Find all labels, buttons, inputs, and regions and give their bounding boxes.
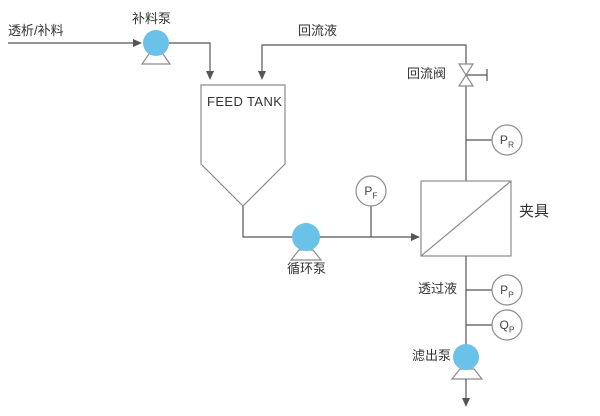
tank-outlet-pipe: [242, 206, 420, 241]
filter-module-label: 夹具: [519, 203, 550, 220]
circulation-pump-symbol: [289, 223, 323, 261]
pp-gauge-label: PP: [492, 281, 522, 299]
filter-module-symbol: [420, 180, 512, 257]
pp-gauge-symbol-text: P: [500, 283, 509, 297]
pf-gauge-symbol: [355, 175, 387, 237]
reflux-pipe: [258, 44, 467, 182]
pp-gauge-sub-text: P: [508, 289, 514, 300]
qp-gauge-symbol-text: Q: [499, 318, 509, 332]
reflux-stream-label: 回流液: [298, 23, 338, 38]
pf-gauge-symbol-text: P: [364, 184, 373, 198]
filtrate-pump-label: 滤出泵: [412, 348, 452, 363]
feed-pump-label: 补料泵: [132, 11, 172, 26]
feed-pump-symbol: [140, 30, 172, 65]
pipe-feed-pump-to-tank: [169, 42, 214, 80]
pr-gauge-sub-text: R: [507, 139, 515, 150]
outlet-pipe: [462, 379, 470, 407]
pr-gauge-label: PR: [492, 131, 522, 149]
reflux-valve-symbol: [457, 63, 488, 87]
feed-tank-symbol: [200, 84, 286, 207]
pr-gauge-symbol-text: P: [499, 133, 508, 147]
reflux-valve-label: 回流阀: [407, 66, 447, 81]
qp-gauge-symbol: [466, 309, 523, 341]
circulation-pump-label: 循环泵: [287, 261, 327, 276]
permeate-stream-label: 透过液: [418, 281, 458, 296]
qp-gauge-sub-text: P: [508, 324, 515, 335]
pf-gauge-sub-text: F: [372, 190, 378, 201]
pf-gauge-label: PF: [356, 182, 386, 200]
feed-tank-label: FEED TANK: [207, 94, 283, 109]
filtrate-pump-symbol: [450, 344, 484, 380]
pp-gauge-symbol: [466, 274, 523, 306]
inlet-pipe: [8, 39, 142, 47]
qp-gauge-label: QP: [492, 316, 522, 334]
inlet-stream-label: 透析/补料: [8, 23, 64, 38]
pr-gauge-symbol: [466, 124, 523, 156]
